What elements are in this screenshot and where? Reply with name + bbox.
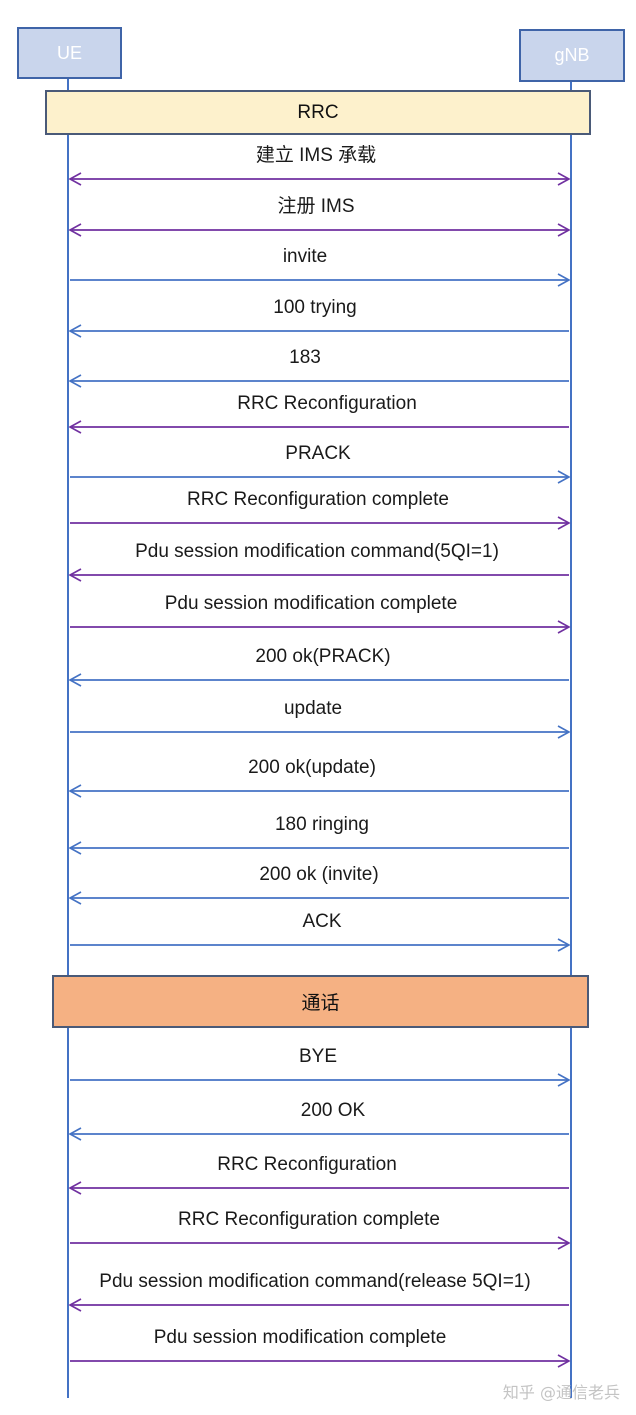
- message-arrow: [68, 891, 569, 905]
- message-label: 183: [289, 347, 321, 368]
- message-arrow: [68, 568, 569, 582]
- call-band: 通话: [52, 975, 589, 1028]
- gnb-entity-label: gNB: [554, 45, 590, 65]
- message-arrow: [68, 784, 569, 798]
- message-arrow: [70, 620, 571, 634]
- message-label: 100 trying: [273, 297, 357, 318]
- message-arrow: [68, 1127, 569, 1141]
- message-label: 200 ok (invite): [259, 864, 379, 885]
- message-arrow: [68, 324, 569, 338]
- message-arrow: [68, 841, 569, 855]
- message-label: BYE: [298, 1046, 338, 1067]
- message-arrow: [70, 1073, 571, 1087]
- rrc-band-label: RRC: [297, 101, 339, 123]
- message-label: 注册 IMS: [277, 196, 355, 217]
- message-label: Pdu session modification complete: [153, 1327, 447, 1348]
- message-arrow: [68, 420, 569, 434]
- gnb-entity-box: gNB: [519, 29, 625, 82]
- message-label: Pdu session modification command(release…: [99, 1271, 531, 1292]
- message-label: 200 ok(update): [248, 757, 376, 778]
- message-arrow: [70, 470, 571, 484]
- message-arrow: [70, 725, 571, 739]
- message-label: 200 OK: [300, 1100, 366, 1121]
- message-label: 200 ok(PRACK): [255, 646, 391, 667]
- message-label: 建立 IMS 承载: [255, 145, 377, 166]
- message-label: 180 ringing: [274, 814, 370, 835]
- ue-entity-box: UE: [17, 27, 122, 79]
- message-arrow: [70, 516, 571, 530]
- ue-entity-label: UE: [56, 42, 82, 63]
- message-arrow: [68, 1298, 569, 1312]
- message-arrow: [68, 172, 571, 186]
- message-label: RRC Reconfiguration: [237, 393, 417, 414]
- message-arrow: [68, 223, 571, 237]
- message-label: RRC Reconfiguration: [217, 1154, 397, 1175]
- message-arrow: [70, 1236, 571, 1250]
- message-label: Pdu session modification complete: [164, 593, 458, 614]
- message-label: Pdu session modification command(5QI=1): [135, 541, 499, 562]
- message-arrow: [68, 673, 569, 687]
- call-band-label: 通话: [301, 993, 340, 1014]
- message-arrow: [70, 1354, 571, 1368]
- watermark: 知乎 @通信老兵: [502, 1383, 620, 1402]
- message-label: RRC Reconfiguration complete: [187, 489, 449, 510]
- message-label: ACK: [302, 911, 342, 932]
- message-arrow: [70, 273, 571, 287]
- message-label: invite: [282, 246, 328, 267]
- message-arrow: [70, 938, 571, 952]
- rrc-band: RRC: [45, 90, 591, 135]
- message-arrow: [68, 1181, 569, 1195]
- message-label: update: [283, 698, 343, 719]
- message-arrow: [68, 374, 569, 388]
- message-label: PRACK: [285, 443, 351, 464]
- message-label: RRC Reconfiguration complete: [178, 1209, 440, 1230]
